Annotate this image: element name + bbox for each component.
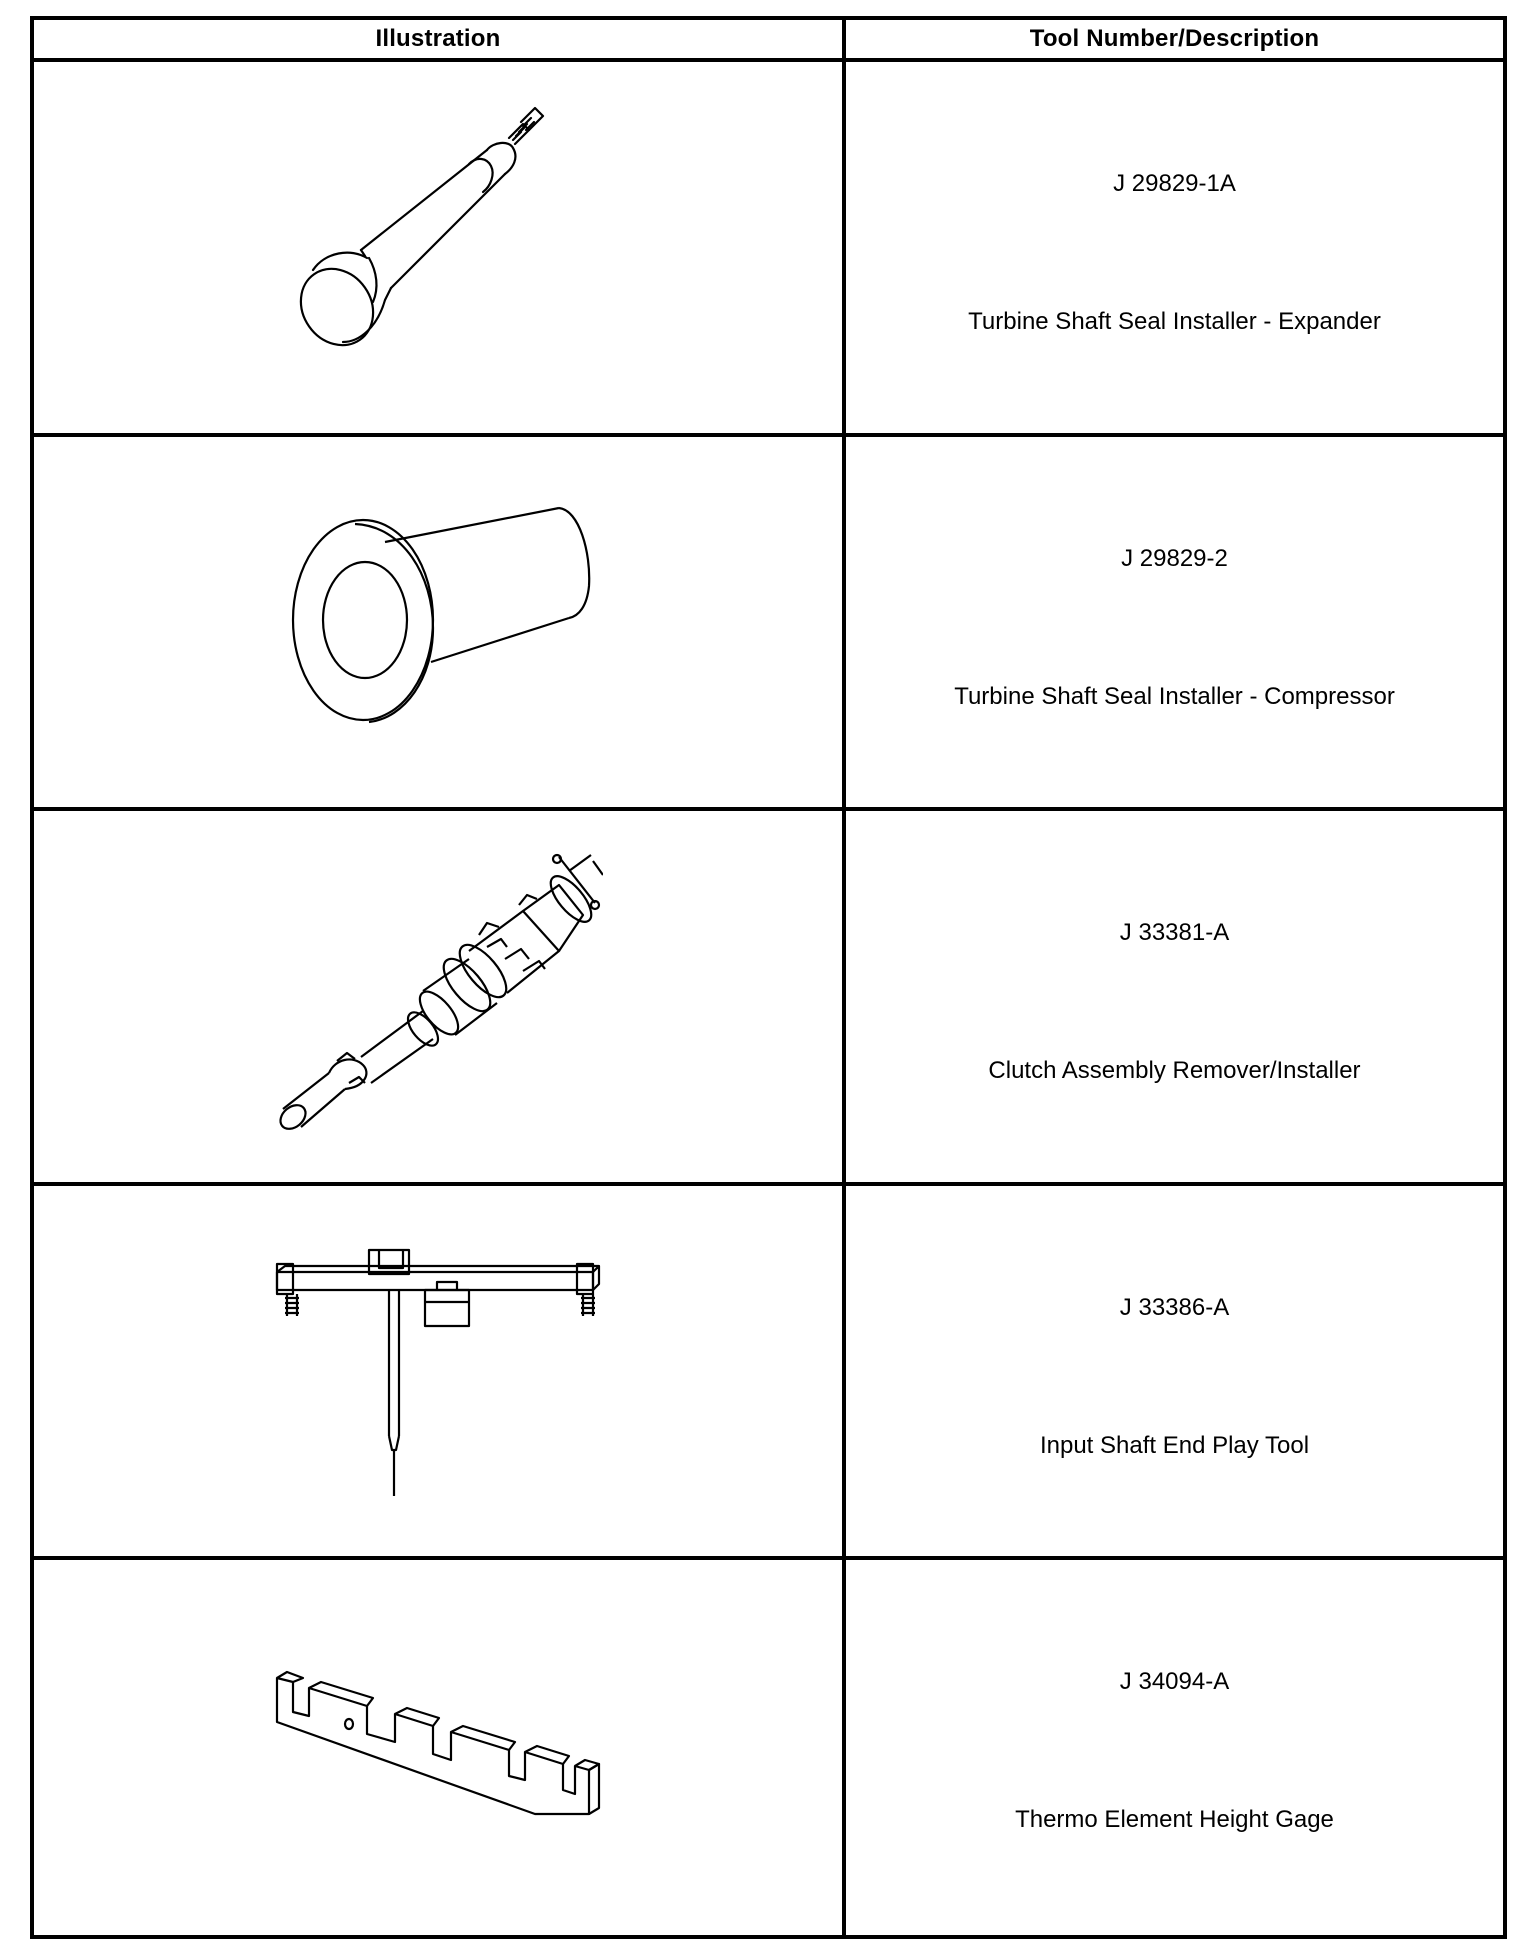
tool-info-cell: J 29829-1A Turbine Shaft Seal Installer … xyxy=(846,62,1503,437)
tool-info-cell: J 34094-A Thermo Element Height Gage xyxy=(846,1560,1503,1935)
tool-description: Input Shaft End Play Tool xyxy=(1039,1431,1310,1459)
tool-number: J 33381-A xyxy=(1119,919,1230,947)
illustration-column-header: Illustration xyxy=(34,20,846,62)
seal-expander-icon xyxy=(273,102,603,392)
tool-info-cell: J 33381-A Clutch Assembly Remover/Instal… xyxy=(846,811,1503,1186)
end-play-tool-icon xyxy=(273,1246,603,1496)
tool-column-header: Tool Number/Description xyxy=(846,20,1503,62)
clutch-remover-icon xyxy=(273,851,603,1141)
illustration-cell xyxy=(34,1185,846,1561)
tool-info-cell: J 29829-2 Turbine Shaft Seal Installer -… xyxy=(846,437,1503,812)
tool-description: Turbine Shaft Seal Installer - Expander xyxy=(968,308,1381,335)
tool-number: J 29829-1A xyxy=(1113,170,1236,197)
seal-compressor-icon xyxy=(273,502,603,742)
illustration-cell xyxy=(34,436,846,812)
tool-info-cell: J 33386-A Input Shaft End Play Tool xyxy=(846,1186,1503,1561)
tool-description: Turbine Shaft Seal Installer - Compresso… xyxy=(954,682,1395,710)
height-gage-icon xyxy=(273,1668,603,1828)
tool-description: Thermo Element Height Gage xyxy=(1015,1806,1334,1834)
tool-number: J 33386-A xyxy=(1119,1293,1230,1321)
illustration-cell xyxy=(34,1560,846,1935)
special-tools-table: Illustration Tool Number/Description J 2… xyxy=(30,16,1507,1939)
tool-number: J 34094-A xyxy=(1119,1668,1230,1696)
tool-number: J 29829-2 xyxy=(1121,544,1228,572)
illustration-cell xyxy=(34,811,846,1186)
tool-description: Clutch Assembly Remover/Installer xyxy=(988,1057,1361,1085)
illustration-cell xyxy=(34,62,846,437)
